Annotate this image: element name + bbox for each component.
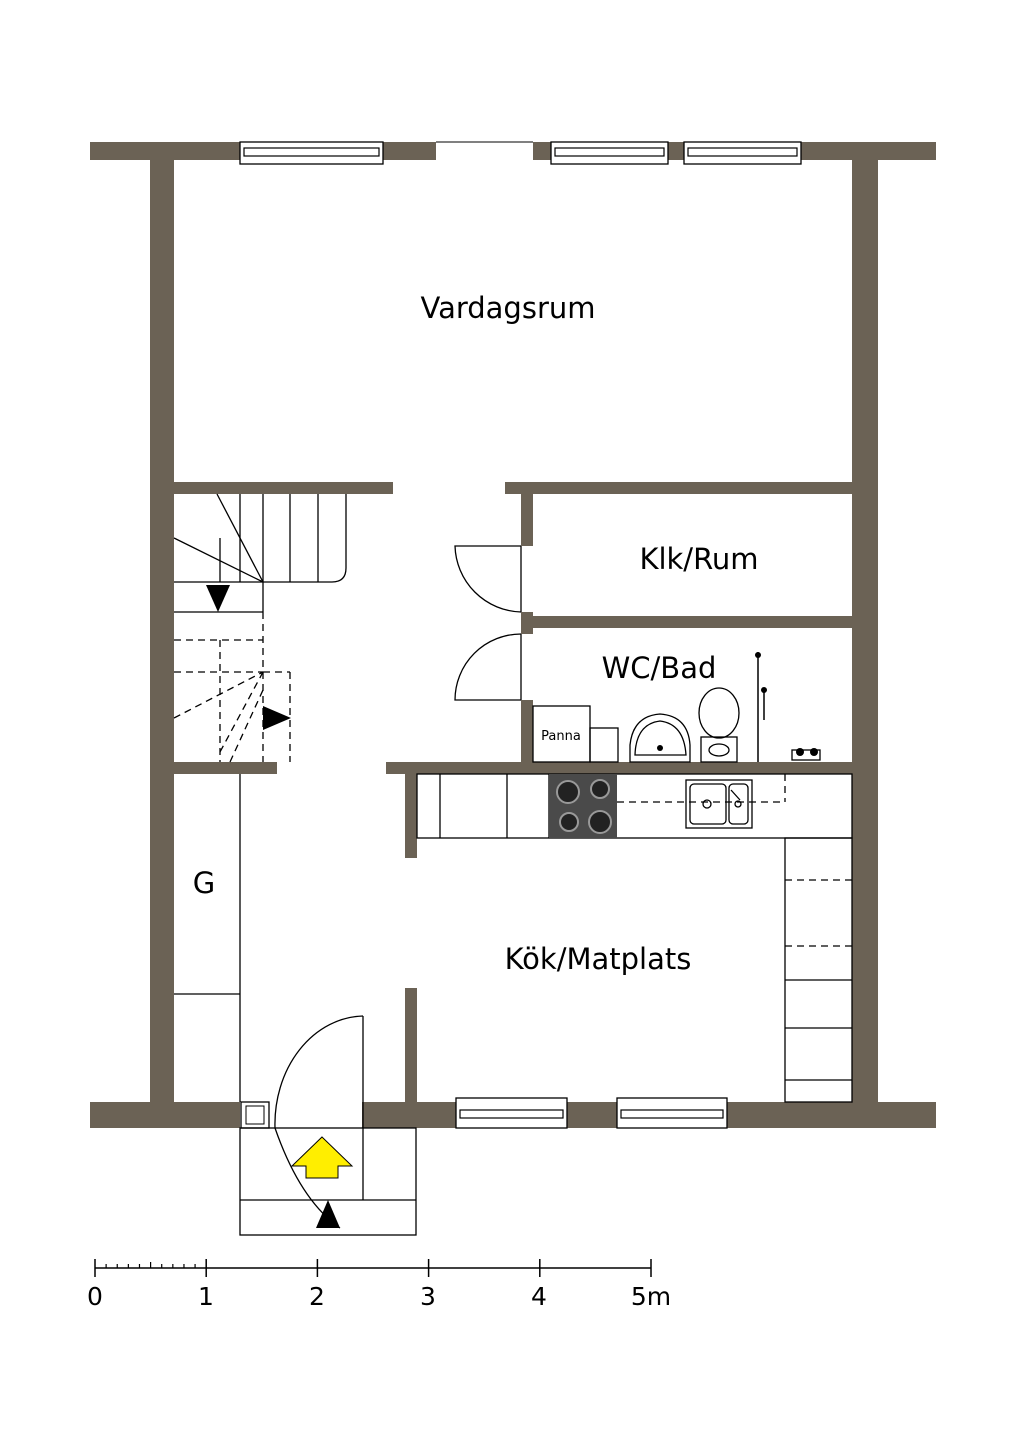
window-bottom-1	[455, 1097, 568, 1129]
scale-ticks	[94, 1259, 652, 1277]
walls	[90, 142, 936, 1128]
room-label-living: Vardagsrum	[420, 291, 595, 325]
stair-top-wall	[174, 482, 393, 494]
window-top-2	[550, 141, 669, 165]
scale-label-2: 2	[309, 1282, 325, 1311]
entry-door-arrow-icon	[316, 1200, 340, 1228]
wc-kitchen-wall	[386, 762, 852, 774]
corridor-wall-upper	[521, 494, 533, 546]
stair-bottom-wall	[174, 762, 277, 774]
kitchen-wall-stub-upper	[405, 774, 417, 858]
doors	[239, 545, 522, 1236]
stair-right-arrow-icon	[263, 706, 291, 730]
entry-landing	[239, 1127, 417, 1236]
scale-label-5: 5m	[631, 1282, 671, 1311]
klk-wc-divider	[521, 616, 852, 628]
window-bottom-2	[616, 1097, 728, 1129]
room-label-kitchen: Kök/Matplats	[505, 942, 692, 976]
kitchen-side-cabinets	[784, 837, 853, 1103]
kitchen-wall-stub-lower	[405, 988, 417, 1102]
windows	[239, 141, 802, 1129]
shower-rail	[755, 652, 767, 762]
room-label-boiler: Panna	[541, 729, 581, 744]
scale-label-3: 3	[420, 1282, 436, 1311]
entry-arrow-icon	[290, 1136, 354, 1179]
bathroom-fixtures	[532, 652, 821, 763]
klk-top-wall	[505, 482, 852, 494]
room-label-bathroom: WC/Bad	[602, 651, 717, 685]
mixer-tap	[791, 748, 821, 761]
scale-label-1: 1	[198, 1282, 214, 1311]
toilet	[698, 687, 740, 763]
right-wall	[852, 142, 878, 1128]
staircase	[173, 493, 347, 763]
window-entry-side	[240, 1101, 270, 1129]
storage-closet	[174, 774, 241, 1102]
kitchen-sink	[685, 779, 753, 829]
klk-door-swing	[454, 545, 522, 613]
kitchen-fixtures	[416, 773, 853, 1103]
stove	[549, 774, 617, 838]
kitchen-counter	[416, 773, 853, 839]
wc-door-swing	[454, 633, 522, 701]
entry-door-swing	[274, 1015, 364, 1129]
left-wall	[150, 142, 174, 1128]
window-top-3	[683, 141, 802, 165]
room-label-storage: G	[193, 866, 215, 900]
bottom-wall-middle	[362, 1102, 456, 1128]
corridor-wall-lower	[521, 700, 533, 762]
room-label-closet-room: Klk/Rum	[639, 542, 758, 576]
scale-bar: 0 1 2 3 4 5m	[87, 1259, 671, 1311]
washbasin	[629, 713, 691, 763]
bottom-wall-right2	[726, 1102, 936, 1128]
scale-label-4: 4	[531, 1282, 547, 1311]
window-top-1	[239, 141, 384, 165]
scale-label-0: 0	[87, 1282, 103, 1311]
stair-down-arrow-icon	[206, 585, 230, 612]
